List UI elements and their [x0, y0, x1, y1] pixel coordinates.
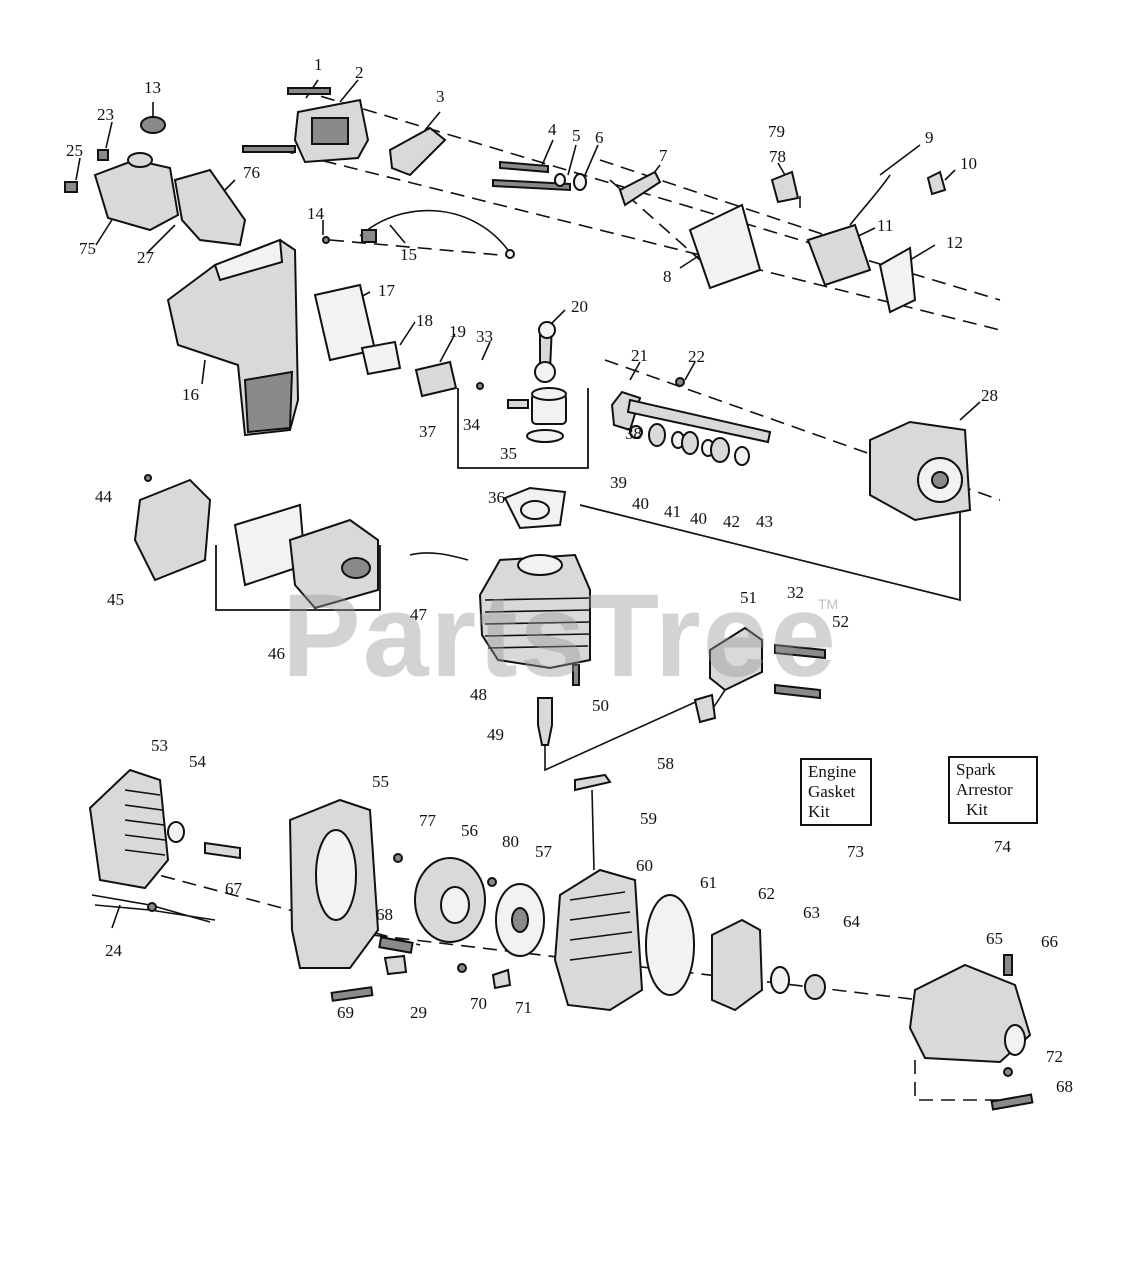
callout-44[interactable]: 44: [95, 487, 112, 506]
callout-21[interactable]: 21: [631, 346, 648, 365]
callout-46[interactable]: 46: [268, 644, 285, 663]
callout-75[interactable]: 75: [79, 239, 96, 258]
callout-40b[interactable]: 40: [690, 509, 707, 528]
callout-50[interactable]: 50: [592, 696, 609, 715]
callout-6[interactable]: 6: [595, 128, 604, 147]
callout-55[interactable]: 55: [372, 772, 389, 791]
kit-line: Kit: [966, 800, 988, 819]
callout-28[interactable]: 28: [981, 386, 998, 405]
callout-1[interactable]: 1: [314, 55, 323, 74]
callout-2[interactable]: 2: [355, 63, 364, 82]
callout-80[interactable]: 80: [502, 832, 519, 851]
callout-41[interactable]: 41: [664, 502, 681, 521]
callout-40a[interactable]: 40: [632, 494, 649, 513]
callout-78[interactable]: 78: [769, 147, 786, 166]
spark-arrestor-kit-box[interactable]: Spark Arrestor Kit: [948, 756, 1038, 824]
kit-line: Spark: [956, 760, 996, 779]
callout-20[interactable]: 20: [571, 297, 588, 316]
callout-47[interactable]: 47: [410, 605, 427, 624]
callout-34[interactable]: 34: [463, 415, 480, 434]
callout-37[interactable]: 37: [419, 422, 436, 441]
callout-38[interactable]: 38: [625, 424, 642, 443]
callout-35[interactable]: 35: [500, 444, 517, 463]
callout-79[interactable]: 79: [768, 122, 785, 141]
callout-52[interactable]: 52: [832, 612, 849, 631]
callout-65[interactable]: 65: [986, 929, 1003, 948]
callout-33[interactable]: 33: [476, 327, 493, 346]
kit-line: Engine: [808, 762, 857, 781]
callout-10[interactable]: 10: [960, 154, 977, 173]
callout-3[interactable]: 3: [436, 87, 445, 106]
callout-29[interactable]: 29: [410, 1003, 427, 1022]
engine-gasket-kit-box[interactable]: Engine Gasket Kit: [800, 758, 872, 826]
callout-63[interactable]: 63: [803, 903, 820, 922]
callout-9[interactable]: 9: [925, 128, 934, 147]
callout-45[interactable]: 45: [107, 590, 124, 609]
callout-71[interactable]: 71: [515, 998, 532, 1017]
callout-54[interactable]: 54: [189, 752, 206, 771]
callout-61[interactable]: 61: [700, 873, 717, 892]
callout-51[interactable]: 51: [740, 588, 757, 607]
callout-68b[interactable]: 68: [1056, 1077, 1073, 1096]
callout-42[interactable]: 42: [723, 512, 740, 531]
callout-22[interactable]: 22: [688, 347, 705, 366]
callout-12[interactable]: 12: [946, 233, 963, 252]
callout-49[interactable]: 49: [487, 725, 504, 744]
kit-line: Gasket: [808, 782, 856, 801]
callout-36[interactable]: 36: [488, 488, 505, 507]
callout-60[interactable]: 60: [636, 856, 653, 875]
callout-76[interactable]: 76: [243, 163, 260, 182]
callout-77[interactable]: 77: [419, 811, 436, 830]
callout-67[interactable]: 67: [225, 879, 242, 898]
callout-56[interactable]: 56: [461, 821, 478, 840]
callout-15[interactable]: 15: [400, 245, 417, 264]
callout-27[interactable]: 27: [137, 248, 154, 267]
callout-11[interactable]: 11: [877, 216, 894, 235]
callout-62[interactable]: 62: [758, 884, 775, 903]
callout-24[interactable]: 24: [105, 941, 122, 960]
callout-13[interactable]: 13: [144, 78, 161, 97]
callout-70[interactable]: 70: [470, 994, 487, 1013]
callout-23[interactable]: 23: [97, 105, 114, 124]
callout-4[interactable]: 4: [548, 120, 557, 139]
callout-8[interactable]: 8: [663, 267, 672, 286]
callout-14[interactable]: 14: [307, 204, 324, 223]
callout-43[interactable]: 43: [756, 512, 773, 531]
callout-17[interactable]: 17: [378, 281, 395, 300]
callout-58[interactable]: 58: [657, 754, 674, 773]
callout-32[interactable]: 32: [787, 583, 804, 602]
trademark-mark: TM: [818, 596, 839, 612]
callout-72[interactable]: 72: [1046, 1047, 1063, 1066]
callout-74[interactable]: 74: [994, 837, 1011, 856]
callout-66[interactable]: 66: [1041, 932, 1058, 951]
kit-line: Kit: [808, 802, 830, 821]
callout-64[interactable]: 64: [843, 912, 860, 931]
callout-69[interactable]: 69: [337, 1003, 354, 1022]
callout-25[interactable]: 25: [66, 141, 83, 160]
callout-18[interactable]: 18: [416, 311, 433, 330]
callout-68a[interactable]: 68: [376, 905, 393, 924]
callout-19[interactable]: 19: [449, 322, 466, 341]
callout-73[interactable]: 73: [847, 842, 864, 861]
callout-48[interactable]: 48: [470, 685, 487, 704]
callout-16[interactable]: 16: [182, 385, 199, 404]
callout-7[interactable]: 7: [659, 146, 668, 165]
callout-53[interactable]: 53: [151, 736, 168, 755]
callout-57[interactable]: 57: [535, 842, 552, 861]
callout-39[interactable]: 39: [610, 473, 627, 492]
callout-59[interactable]: 59: [640, 809, 657, 828]
kit-line: Arrestor: [956, 780, 1013, 799]
callout-5[interactable]: 5: [572, 126, 581, 145]
